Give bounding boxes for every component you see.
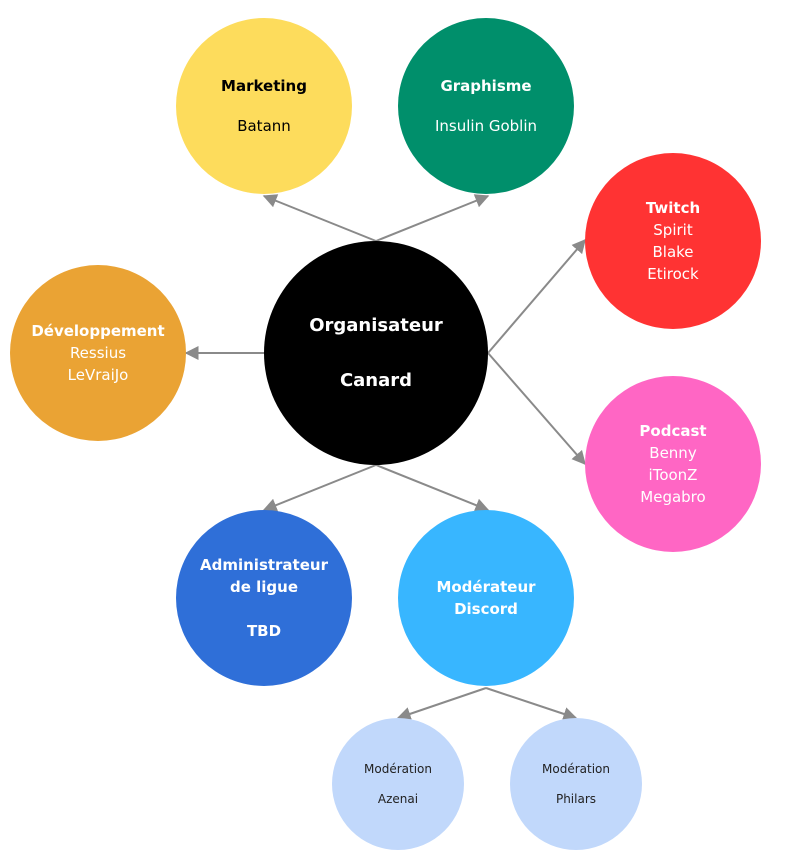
node-developpement-title: Développement (31, 322, 165, 340)
connector-organisateur-to-marketing (262, 194, 377, 242)
node-organisateur[interactable]: Organisateur Canard (264, 241, 488, 465)
node-moderation-azenai-title: Modération (364, 762, 432, 776)
node-moderateur[interactable]: Modérateur Discord (398, 510, 574, 686)
node-graphisme-title: Graphisme (440, 77, 532, 95)
node-twitch-member: Spirit (653, 221, 693, 239)
node-podcast[interactable]: Podcast Benny iToonZ Megabro (585, 376, 761, 552)
node-moderation-philars[interactable]: Modération Philars (510, 718, 642, 850)
node-administrateur[interactable]: Administrateur de ligue TBD (176, 510, 352, 686)
connector-organisateur-to-administrateur (262, 464, 377, 512)
node-organisateur-member: Canard (339, 370, 413, 391)
connector-organisateur-to-graphisme (375, 194, 490, 242)
node-administrateur-member: TBD (246, 622, 282, 640)
node-developpement[interactable]: Développement Ressius LeVraiJo (10, 265, 186, 441)
connector-moderateur-to-moderation_azenai (396, 687, 487, 721)
node-administrateur-title-line1: Administrateur (200, 556, 328, 574)
node-organisateur-title: Organisateur (309, 315, 443, 336)
connector-moderateur-to-moderation_philars (485, 687, 578, 721)
node-developpement-member: Ressius (69, 344, 127, 362)
node-podcast-title: Podcast (639, 422, 707, 440)
node-podcast-member: Megabro (640, 488, 706, 506)
node-graphisme[interactable]: Graphisme Insulin Goblin (398, 18, 574, 194)
connector-organisateur-to-moderateur (375, 464, 490, 512)
node-moderation-azenai-member: Azenai (377, 792, 419, 806)
node-marketing[interactable]: Marketing Batann (176, 18, 352, 194)
node-moderation-philars-title: Modération (542, 762, 610, 776)
node-twitch-title: Twitch (645, 199, 701, 217)
node-moderation-azenai[interactable]: Modération Azenai (332, 718, 464, 850)
node-developpement-member: LeVraiJo (67, 366, 129, 384)
node-moderateur-title-line2: Discord (454, 600, 518, 618)
node-twitch-member: Etirock (647, 265, 699, 283)
node-moderation-philars-member: Philars (555, 792, 597, 806)
node-administrateur-title-line2: de ligue (229, 578, 298, 596)
node-marketing-title: Marketing (221, 77, 307, 95)
node-moderateur-title-line1: Modérateur (436, 578, 536, 596)
connector-organisateur-to-podcast (487, 352, 586, 466)
connector-organisateur-to-twitch (487, 238, 586, 354)
node-podcast-member: iToonZ (648, 466, 698, 484)
node-podcast-member: Benny (649, 444, 697, 462)
node-twitch-member: Blake (652, 243, 694, 261)
node-graphisme-member: Insulin Goblin (434, 117, 538, 135)
node-marketing-member: Batann (237, 117, 291, 135)
node-twitch[interactable]: Twitch Spirit Blake Etirock (585, 153, 761, 329)
